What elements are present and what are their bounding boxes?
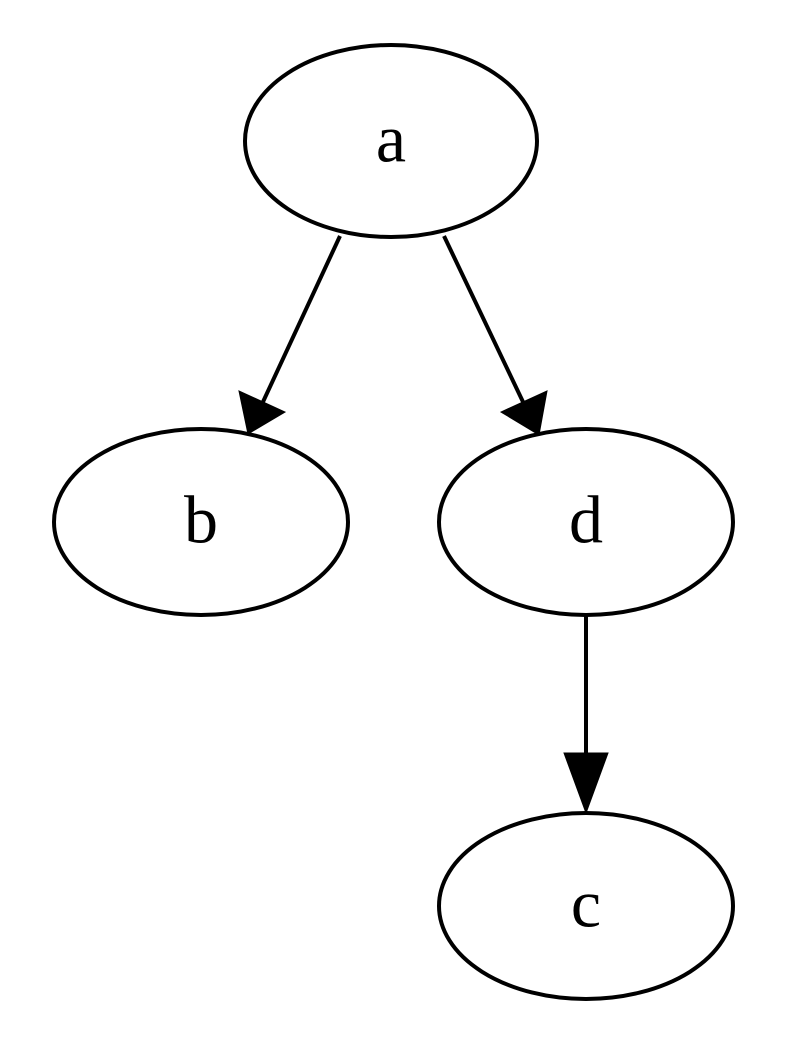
node-c[interactable]: c	[437, 811, 735, 1001]
edges-group	[238, 235, 609, 815]
edge-a-b[interactable]	[238, 235, 342, 435]
node-c-label: c	[571, 866, 601, 942]
edge-a-d-line	[442, 235, 526, 405]
node-c-ellipse	[437, 811, 735, 1001]
node-b-ellipse	[52, 427, 350, 617]
node-a-label: a	[376, 101, 406, 177]
edge-d-c[interactable]	[563, 616, 609, 815]
node-d-label: d	[569, 482, 603, 558]
node-b[interactable]: b	[52, 427, 350, 617]
node-a[interactable]: a	[243, 43, 539, 239]
node-d-ellipse	[437, 427, 735, 617]
node-a-ellipse	[243, 43, 539, 239]
node-d[interactable]: d	[437, 427, 735, 617]
edge-a-d-arrowhead	[499, 390, 548, 436]
edge-a-b-arrowhead	[238, 390, 287, 435]
nodes-group: a b d c	[52, 43, 735, 1001]
edge-a-d[interactable]	[442, 235, 548, 436]
edge-a-b-line	[260, 235, 342, 405]
edge-d-c-arrowhead	[563, 752, 609, 815]
node-b-label: b	[184, 482, 218, 558]
